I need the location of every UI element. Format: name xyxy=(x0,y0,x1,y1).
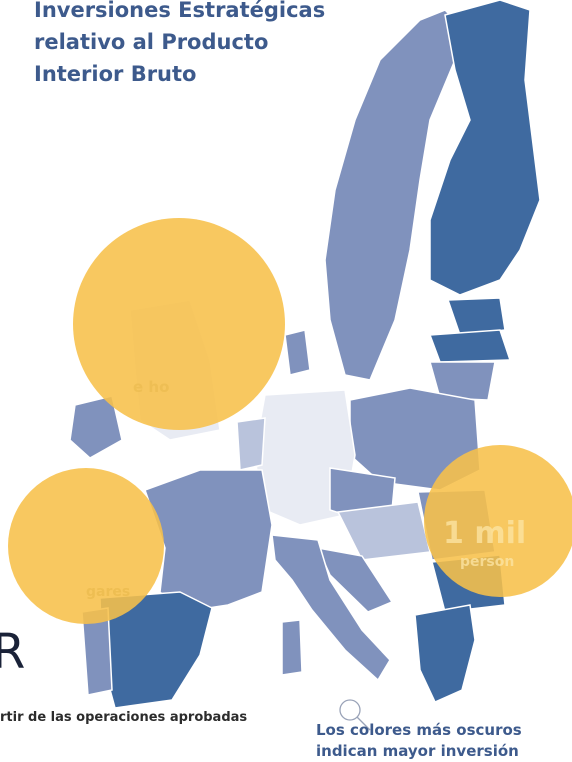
legend-line-1: Los colores más oscuros xyxy=(316,721,522,739)
bubble-top xyxy=(73,218,285,430)
region-lithuania[interactable] xyxy=(429,361,496,401)
region-france[interactable] xyxy=(144,469,273,613)
bubble-left-label: gares xyxy=(86,584,130,600)
bubble-right-number: 1 mil xyxy=(443,516,526,551)
region-slovakia-hungary[interactable] xyxy=(336,501,431,561)
bubble-left xyxy=(8,468,164,624)
bubble-right-unit: person xyxy=(460,554,514,570)
bubble-top-label: e ho xyxy=(133,378,169,396)
title-line-3: Interior Bruto xyxy=(34,62,197,86)
region-sardinia[interactable] xyxy=(281,619,303,676)
big-letter: R xyxy=(0,624,26,680)
region-greece[interactable] xyxy=(414,604,476,703)
region-finland[interactable] xyxy=(429,0,541,296)
title-line-2: relativo al Producto xyxy=(34,30,269,54)
region-benelux[interactable] xyxy=(236,417,266,471)
region-denmark[interactable] xyxy=(284,329,311,376)
region-italy[interactable] xyxy=(271,534,391,682)
legend-line-2: indican mayor inversión xyxy=(316,742,519,760)
source-text: rtir de las operaciones aprobadas xyxy=(0,710,248,725)
legend-note: Los colores más oscuros indican mayor in… xyxy=(316,720,566,762)
region-latvia[interactable] xyxy=(428,329,512,363)
magnifier-icon xyxy=(339,699,371,731)
title-line-1: Inversiones Estratégicas xyxy=(34,0,326,22)
region-estonia[interactable] xyxy=(446,297,506,336)
region-croatia-slovenia[interactable] xyxy=(316,547,394,613)
map-title: Inversiones Estratégicas relativo al Pro… xyxy=(34,0,364,90)
bubble-right xyxy=(424,445,572,597)
